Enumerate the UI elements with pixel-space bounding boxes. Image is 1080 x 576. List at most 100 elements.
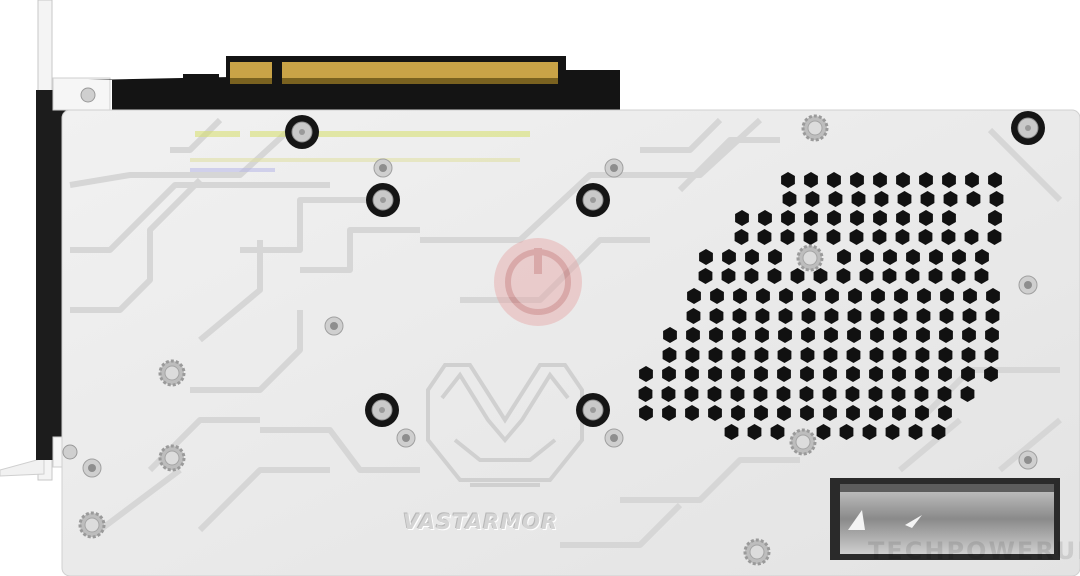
- vent-hole: [914, 386, 929, 402]
- vent-hole: [827, 172, 841, 188]
- gear-screw: [158, 444, 186, 472]
- vent-hole: [869, 347, 884, 363]
- power-connector-window: [830, 478, 1060, 560]
- vent-hole: [989, 191, 1004, 207]
- backplate-screws: [78, 111, 1045, 566]
- vent-hole: [804, 172, 818, 188]
- vent-hole: [892, 347, 907, 363]
- power-led-logo: [494, 238, 582, 326]
- vent-hole: [638, 386, 653, 402]
- vent-hole: [939, 308, 954, 324]
- vent-hole: [801, 327, 815, 343]
- vent-hole: [860, 249, 874, 265]
- vent-hole: [850, 172, 864, 188]
- vent-hole: [916, 308, 931, 324]
- vent-hole: [755, 327, 769, 343]
- vent-hole: [871, 288, 885, 304]
- vent-hole: [870, 327, 884, 343]
- brand-logo-text: VASTARMOR: [403, 510, 559, 534]
- vent-hole: [813, 268, 828, 284]
- vent-hole: [962, 308, 977, 324]
- vent-hole: [943, 191, 958, 207]
- vent-hole: [735, 210, 749, 226]
- vent-hole: [919, 210, 933, 226]
- sticker-text-strips: [190, 131, 530, 172]
- vent-hole: [734, 229, 749, 245]
- vent-hole: [709, 308, 724, 324]
- gear-screw: [78, 511, 106, 539]
- vent-hole: [776, 386, 791, 402]
- gear-screw: [789, 428, 817, 456]
- vent-hole: [778, 308, 793, 324]
- vent-hole: [942, 172, 956, 188]
- vent-hole: [962, 327, 976, 343]
- vent-hole: [984, 366, 998, 382]
- vent-hole: [731, 347, 746, 363]
- vent-hole: [731, 366, 745, 382]
- standoff-screw: [1011, 111, 1045, 145]
- vent-hole: [849, 229, 864, 245]
- gear-screw: [158, 359, 186, 387]
- vent-hole: [767, 268, 782, 284]
- vent-hole: [928, 268, 943, 284]
- vent-hole: [851, 191, 866, 207]
- vent-hole: [722, 249, 736, 265]
- vent-hole: [937, 386, 952, 402]
- vent-hole: [870, 308, 885, 324]
- small-screw: [396, 428, 416, 448]
- vent-hole: [847, 327, 861, 343]
- vent-hole: [823, 366, 837, 382]
- small-screw: [82, 458, 102, 478]
- vent-hole: [938, 347, 953, 363]
- vent-hole: [848, 288, 862, 304]
- vent-hole: [905, 268, 920, 284]
- vent-hole: [803, 229, 818, 245]
- vent-hole: [754, 405, 768, 421]
- watermark-text: TECHPOWERUP: [868, 537, 1080, 565]
- vent-hole: [965, 172, 979, 188]
- vent-hole: [768, 249, 782, 265]
- vent-hole: [988, 172, 1002, 188]
- small-screw: [373, 158, 393, 178]
- pcie-gold-fingers: [230, 62, 558, 84]
- vent-hole: [731, 405, 745, 421]
- vent-hole: [987, 229, 1002, 245]
- vent-hole: [707, 386, 722, 402]
- vent-hole: [699, 249, 713, 265]
- vent-hole: [779, 288, 793, 304]
- vent-hole: [985, 327, 999, 343]
- vent-hole: [685, 366, 699, 382]
- vent-hole: [906, 249, 920, 265]
- vent-hole: [961, 366, 975, 382]
- vent-hole: [916, 327, 930, 343]
- vent-hole: [639, 405, 653, 421]
- vent-hole: [824, 308, 839, 324]
- vent-hole: [732, 308, 747, 324]
- vent-hole: [778, 327, 792, 343]
- vent-hole: [825, 288, 839, 304]
- vent-hole: [805, 191, 820, 207]
- vent-hole: [869, 405, 883, 421]
- vent-hole: [753, 386, 768, 402]
- vent-hole: [800, 366, 814, 382]
- vent-hole: [892, 366, 906, 382]
- vent-hole: [709, 327, 723, 343]
- bracket-screw: [62, 87, 96, 460]
- vent-hole: [984, 347, 999, 363]
- vent-hole: [938, 366, 952, 382]
- vent-hole: [710, 288, 724, 304]
- vent-hole: [961, 347, 976, 363]
- vent-hole: [708, 366, 722, 382]
- vent-hole: [686, 327, 700, 343]
- small-screw: [604, 158, 624, 178]
- vent-hole: [661, 386, 676, 402]
- vent-hole: [800, 347, 815, 363]
- vent-hole: [974, 268, 989, 284]
- vent-hole: [639, 366, 653, 382]
- vent-hole: [686, 308, 701, 324]
- vent-hole: [826, 229, 841, 245]
- vent-hole: [662, 347, 677, 363]
- vent-hole: [800, 405, 814, 421]
- vent-hole: [745, 249, 759, 265]
